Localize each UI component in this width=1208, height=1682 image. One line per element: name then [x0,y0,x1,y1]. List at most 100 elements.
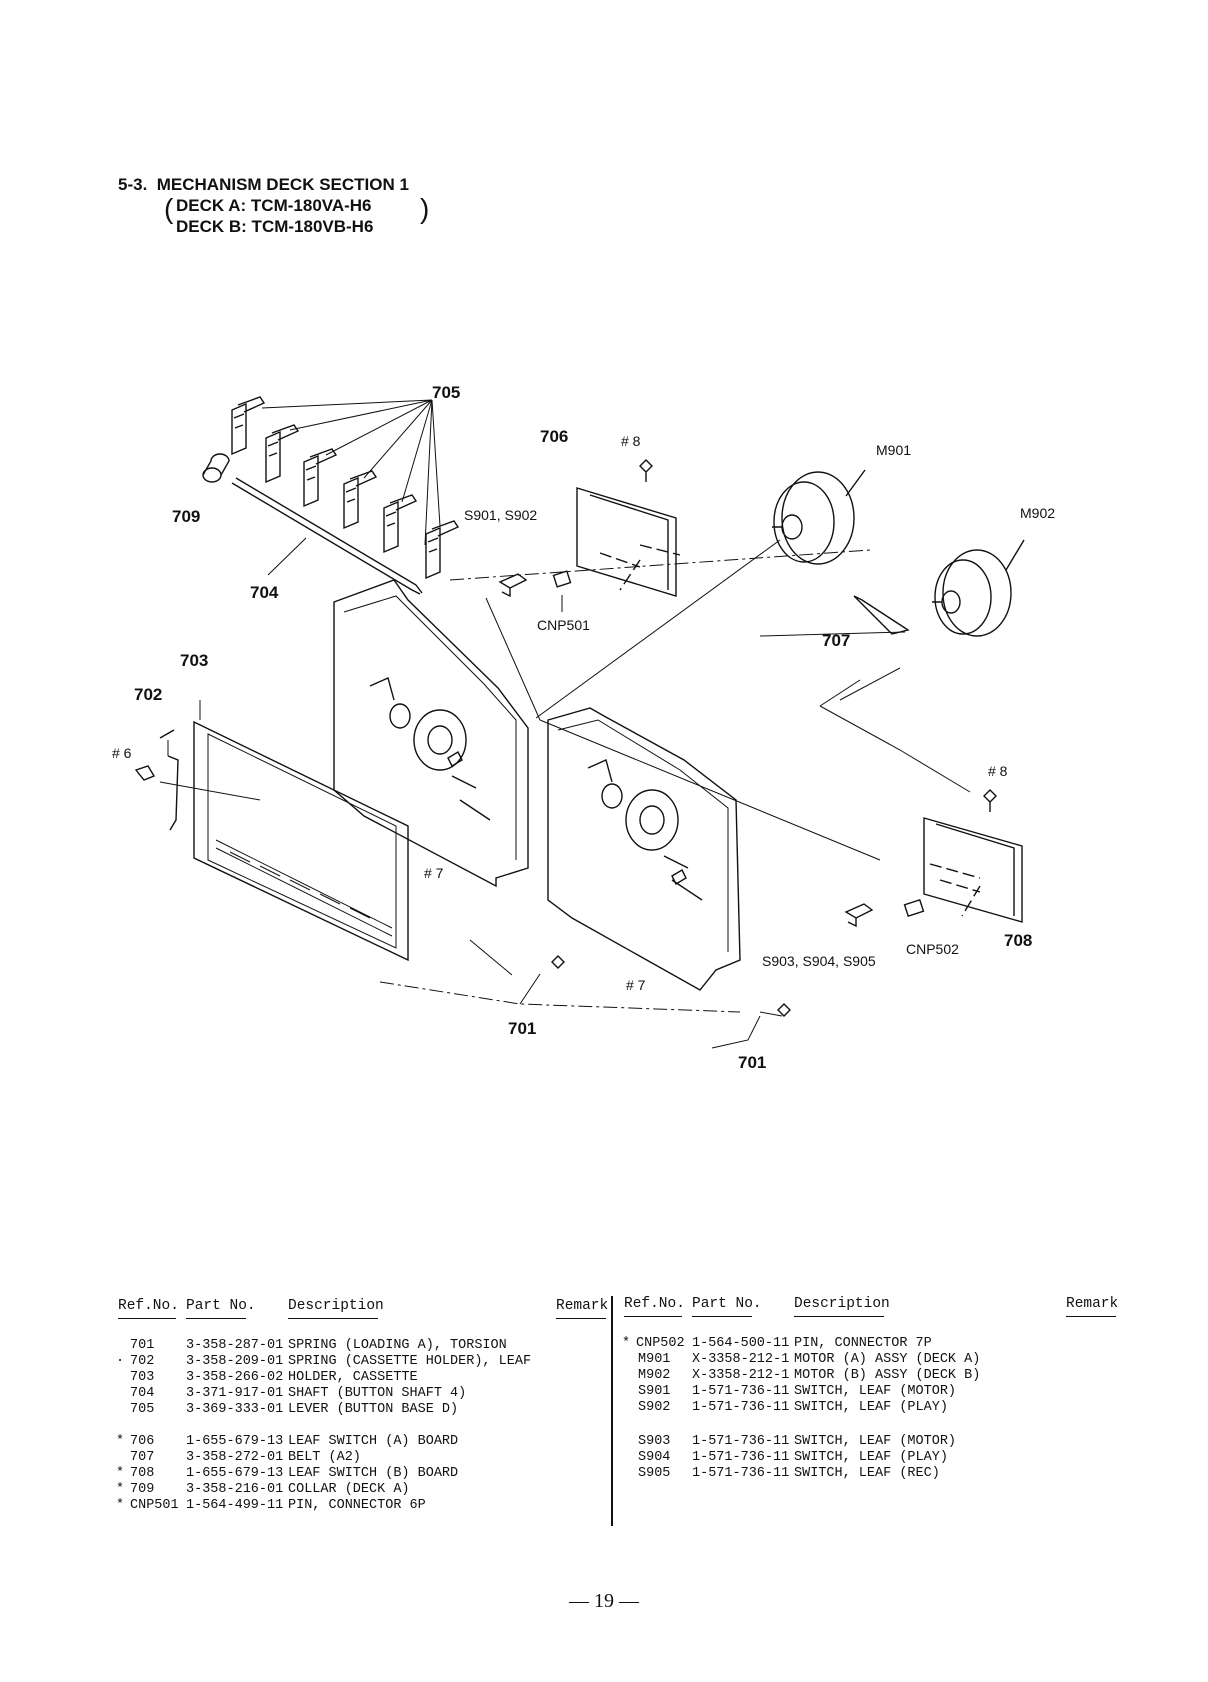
table-row-ref: S904 [638,1450,671,1465]
exploded-view-diagram: 705 706 # 8 M901 M902 709 S901, S902 704… [112,383,1055,1072]
table-row-desc: SWITCH, LEAF (MOTOR) [794,1384,957,1399]
table-row-desc: PIN, CONNECTOR 6P [288,1498,426,1513]
table-row-part: 3-358-216-01 [186,1482,284,1497]
table-row-part: 1-571-736-11 [692,1434,790,1449]
table-row-ref: 703 [130,1370,155,1385]
table-row-part: 3-369-333-01 [186,1402,284,1417]
table-row-ref: M902 [638,1368,671,1383]
header-part-right: Part No. [692,1296,762,1312]
table-row-part: X-3358-212-1 [692,1368,790,1383]
label-707: 707 [822,631,850,650]
header-remark-left: Remark [556,1298,609,1314]
table-row-part: 3-371-917-01 [186,1386,284,1401]
table-row-ref: 707 [130,1450,155,1465]
table-row-part: 3-358-266-02 [186,1370,284,1385]
label-m902: M902 [1020,505,1055,521]
table-row-desc: BELT (A2) [288,1450,361,1465]
underline [624,1316,682,1317]
table-row-desc: SWITCH, LEAF (PLAY) [794,1400,948,1415]
table-row-desc: LEAF SWITCH (A) BOARD [288,1434,459,1449]
table-row-ref: 704 [130,1386,155,1401]
label-s901-s902: S901, S902 [464,507,537,523]
table-row-desc: LEAF SWITCH (B) BOARD [288,1466,459,1481]
table-row-ref: 702 [130,1354,155,1369]
table-row-desc: SWITCH, LEAF (PLAY) [794,1450,948,1465]
label-screw-8-bottom: # 8 [988,763,1008,779]
column-separator [611,1296,613,1526]
label-703: 703 [180,651,208,670]
label-702: 702 [134,685,162,704]
table-row-mark: * [116,1482,125,1497]
table-row-part: 3-358-272-01 [186,1450,284,1465]
table-row-part: X-3358-212-1 [692,1352,790,1367]
table-row-ref: S901 [638,1384,671,1399]
underline [186,1318,246,1319]
label-screw-8-top: # 8 [621,433,641,449]
table-row-mark: * [622,1336,631,1351]
label-706: 706 [540,427,568,446]
table-row-ref: S905 [638,1466,671,1481]
table-row-mark: * [116,1498,125,1513]
label-705: 705 [432,383,460,402]
table-row-mark: · [116,1354,125,1369]
table-row-mark: * [116,1466,125,1481]
label-s903-s905: S903, S904, S905 [762,953,876,969]
label-701-left: 701 [508,1019,536,1038]
table-row-mark: * [116,1434,125,1449]
label-704: 704 [250,583,279,602]
table-row-ref: 701 [130,1338,155,1353]
table-row-desc: SPRING (LOADING A), TORSION [288,1338,507,1353]
table-row-desc: LEVER (BUTTON BASE D) [288,1402,459,1417]
header-desc-left: Description [288,1298,384,1314]
table-row-part: 3-358-287-01 [186,1338,284,1353]
table-row-part: 3-358-209-01 [186,1354,284,1369]
table-row-desc: COLLAR (DECK A) [288,1482,410,1497]
header-part-left: Part No. [186,1298,256,1314]
section-heading: MECHANISM DECK SECTION 1 [156,175,409,194]
table-row-part: 1-571-736-11 [692,1400,790,1415]
table-row-desc: MOTOR (A) ASSY (DECK A) [794,1352,981,1367]
page-number: — 19 — [569,1590,639,1612]
lever-group-705 [231,396,460,580]
label-709: 709 [172,507,200,526]
table-row-ref: S903 [638,1434,671,1449]
deck-a-model: DECK A: TCM-180VA-H6 [176,196,372,215]
right-bracket: ) [420,193,430,224]
table-row-desc: SHAFT (BUTTON SHAFT 4) [288,1386,467,1401]
table-row-part: 1-571-736-11 [692,1384,790,1399]
table-row-desc: HOLDER, CASSETTE [288,1370,418,1385]
table-row-part: 1-571-736-11 [692,1450,790,1465]
deck-b-model: DECK B: TCM-180VB-H6 [176,217,374,236]
header-remark-right: Remark [1066,1296,1119,1312]
table-row-ref: 705 [130,1402,155,1417]
table-row-desc: SWITCH, LEAF (MOTOR) [794,1434,957,1449]
header-ref-left: Ref.No. [118,1298,179,1314]
table-row-desc: SWITCH, LEAF (REC) [794,1466,940,1481]
table-row-part: 1-655-679-13 [186,1434,284,1449]
underline [692,1316,752,1317]
label-cnp501: CNP501 [537,617,590,633]
left-bracket: ( [164,193,174,224]
underline [1066,1316,1116,1317]
table-row-ref: CNP502 [636,1336,685,1351]
label-701-right: 701 [738,1053,766,1072]
label-m901: M901 [876,442,911,458]
table-row-ref: 706 [130,1434,155,1449]
table-row-part: 1-564-499-11 [186,1498,284,1513]
table-row-ref: 709 [130,1482,155,1497]
underline [556,1318,606,1319]
label-708: 708 [1004,931,1032,950]
table-row-desc: SPRING (CASSETTE HOLDER), LEAF [288,1354,532,1369]
table-row-part: 1-655-679-13 [186,1466,284,1481]
label-screw-7-left: # 7 [424,865,444,881]
header-desc-right: Description [794,1296,890,1312]
label-screw-7-right: # 7 [626,977,646,993]
table-row-ref: M901 [638,1352,671,1367]
label-cnp502: CNP502 [906,941,959,957]
label-screw-6: # 6 [112,745,132,761]
section-number: 5-3. [118,175,148,194]
table-row-part: 1-564-500-11 [692,1336,790,1351]
section-title: 5-3. MECHANISM DECK SECTION 1 ( DECK A: … [118,175,429,236]
underline [288,1318,378,1319]
table-row-desc: MOTOR (B) ASSY (DECK B) [794,1368,981,1383]
